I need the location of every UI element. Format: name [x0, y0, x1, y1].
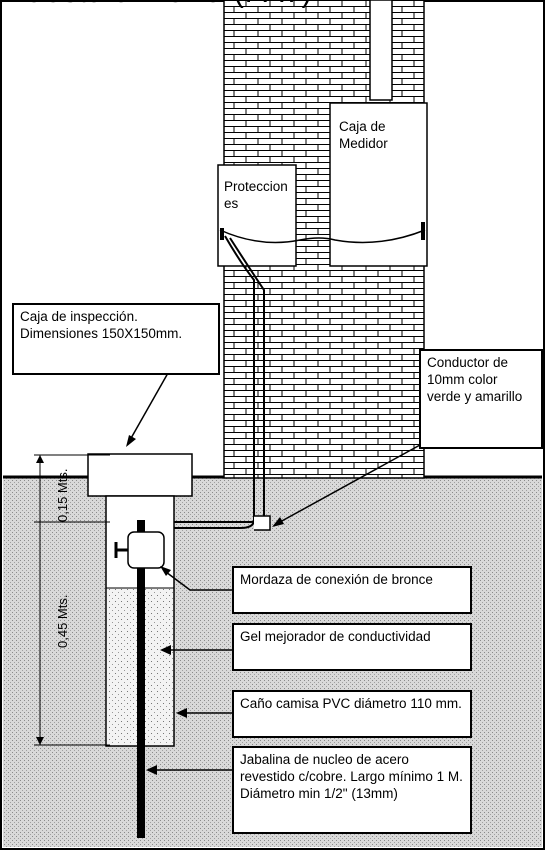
- inspection-box: [87, 453, 193, 497]
- arrow-mordaza: [165, 571, 234, 591]
- meter-box-label: Caja de Medidor: [339, 118, 421, 152]
- inspection-box-callout: Caja de inspección. Dimensiones 150X150m…: [12, 303, 220, 375]
- clamp-bolt: [114, 542, 128, 558]
- arrow-inspection: [129, 372, 169, 441]
- protection-box-label: Protecciones: [224, 178, 290, 212]
- page-title: Puesta a Tierra (PAT): [6, 0, 313, 8]
- arrow-conductor: [279, 444, 421, 523]
- wall-exit: [254, 515, 271, 531]
- mordaza-callout: Mordaza de conexión de bronce: [232, 566, 472, 614]
- conduit-clamps: [220, 222, 425, 240]
- ground-rod: [137, 520, 145, 838]
- gel-callout: Gel mejorador de conductividad: [232, 623, 472, 671]
- conduit: [219, 229, 426, 244]
- conductor-callout: Conductor de 10mm color verde y amarillo: [419, 349, 543, 449]
- wall-vent: [369, 0, 393, 101]
- dimension-lines: [34, 454, 110, 746]
- cano-callout: Caño camisa PVC diámetro 110 mm.: [232, 690, 472, 738]
- dimension-top-text: 0,15 Mts.: [55, 469, 70, 522]
- bronze-clamp: [127, 531, 165, 569]
- jabalina-callout: Jabalina de nucleo de acero revestido c/…: [232, 746, 472, 834]
- dimension-bottom-text: 0,45 Mts.: [55, 595, 70, 648]
